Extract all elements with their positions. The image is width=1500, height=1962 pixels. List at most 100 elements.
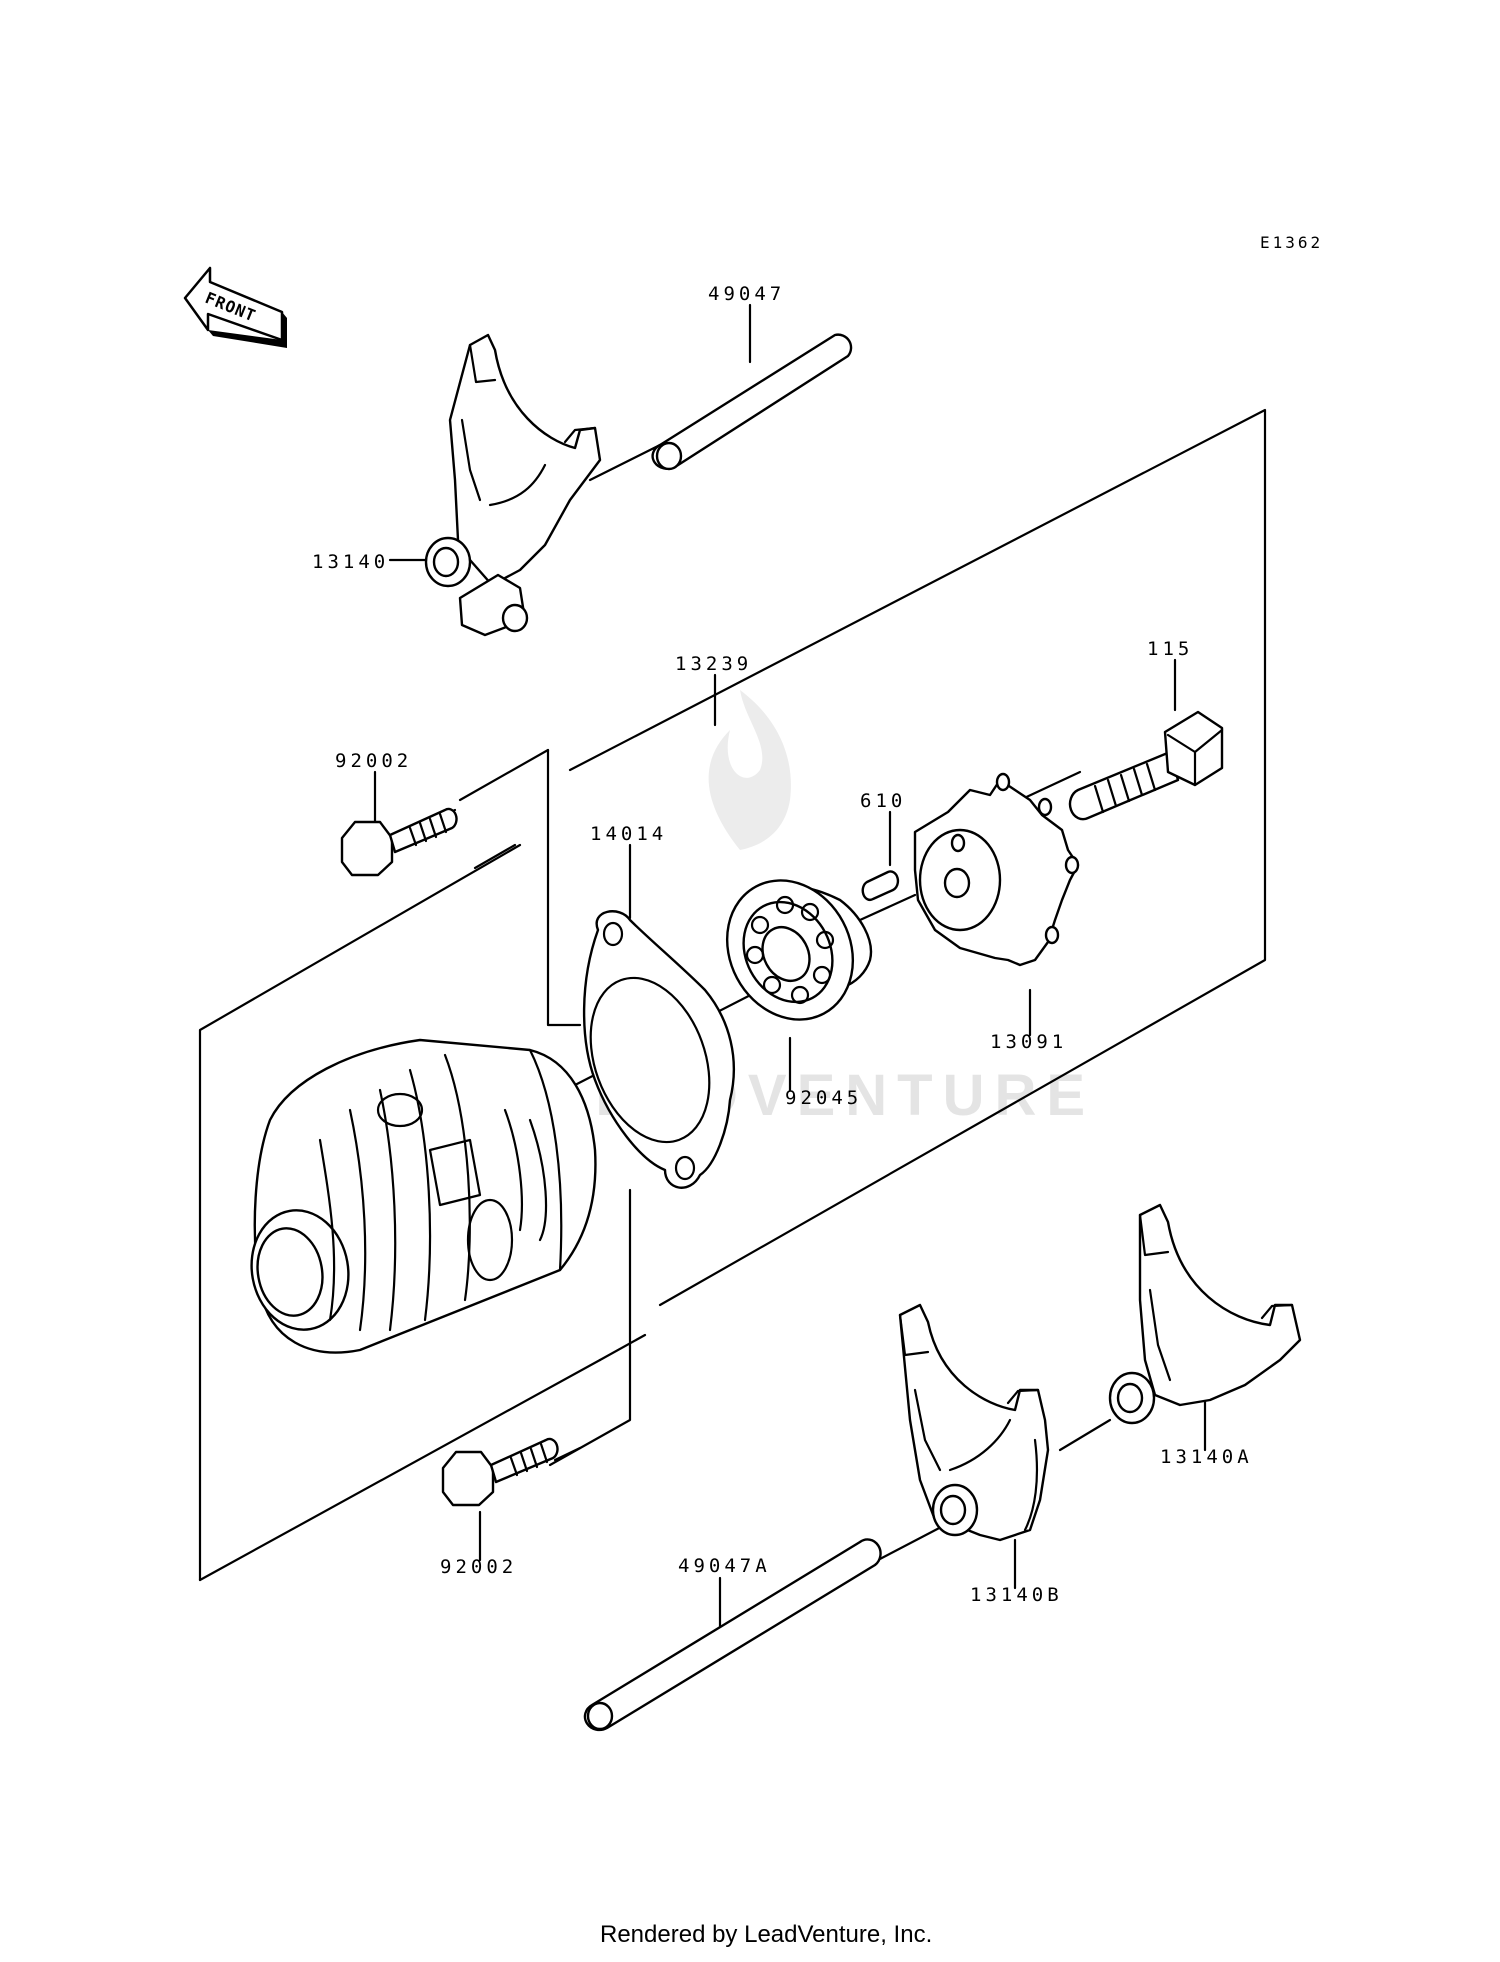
bolt-115-thread — [1093, 762, 1157, 814]
frame-right — [568, 408, 1267, 1307]
ref-code: E1362 — [1260, 233, 1323, 252]
label-610: 610 — [860, 790, 906, 812]
shaft-49047A — [583, 1538, 882, 1732]
fork-13140-bore — [432, 546, 460, 578]
fork-13140A-tip-right — [1260, 1303, 1294, 1320]
front-arrow-shadow — [208, 312, 287, 348]
shift-drum-ridge — [378, 1088, 397, 1332]
align-bolt-115 — [1018, 770, 1082, 802]
part-labels: 49047 13140 13239 115 92002 610 14014 13… — [312, 283, 1253, 1606]
shift-drum-ridge — [443, 1053, 471, 1302]
shift-drum-hole — [376, 1092, 424, 1128]
shaft-49047-body — [651, 333, 853, 470]
shift-drum — [250, 1038, 597, 1354]
fork-13140-web — [488, 463, 547, 507]
label-13140: 13140 — [312, 551, 389, 573]
gasket-14014 — [582, 910, 736, 1189]
shift-drum-edge — [528, 1048, 563, 1272]
watermark-flame-icon — [708, 690, 791, 850]
frame-bottom — [198, 1358, 602, 1582]
cam-13091-pin-hole — [950, 833, 966, 853]
fork-13140 — [424, 333, 602, 637]
label-92002-bottom: 92002 — [440, 1556, 517, 1578]
bolt-115-head — [1163, 710, 1224, 787]
fork-13140B-tip-right — [1006, 1388, 1040, 1405]
label-13140B: 13140B — [970, 1584, 1063, 1606]
bearing-ball — [762, 975, 782, 995]
shift-drum-ridge — [318, 1138, 336, 1322]
bearing-ball — [775, 895, 795, 915]
label-92045: 92045 — [785, 1087, 862, 1109]
shift-drum-ridge — [348, 1108, 367, 1332]
fork-13140B-rib — [913, 1388, 942, 1472]
shift-drum-hub-face — [256, 1227, 324, 1317]
fork-13140A-arm — [1138, 1203, 1302, 1407]
bearing-ball — [800, 902, 820, 922]
frame-left — [198, 843, 522, 1582]
label-49047: 49047 — [708, 283, 785, 305]
shaft-49047A-end — [586, 1701, 614, 1731]
fork-13140B-side — [1023, 1438, 1039, 1532]
frame-notch-top — [458, 748, 550, 802]
gasket-14014-opening — [589, 976, 711, 1144]
label-14014: 14014 — [590, 823, 667, 845]
cam-13091-pin-2 — [1037, 797, 1053, 817]
cam-13091 — [913, 772, 1080, 967]
bearing-92045 — [725, 879, 873, 1021]
fork-13140-pin — [501, 603, 529, 633]
align-shaft-bottom — [876, 1523, 947, 1562]
label-49047A: 49047A — [678, 1555, 771, 1577]
bolt-115-head-facets — [1166, 728, 1224, 787]
bearing-ball — [815, 930, 835, 950]
fork-13140-tip-left — [468, 343, 497, 384]
fork-13140B-web — [948, 1418, 1012, 1472]
label-13239: 13239 — [675, 653, 752, 675]
gasket-14014-plate — [582, 910, 736, 1189]
label-115: 115 — [1147, 638, 1193, 660]
fork-13140-arm — [448, 333, 602, 587]
bearing-ball — [812, 965, 832, 985]
shift-drum-ridge — [408, 1068, 432, 1322]
fork-13140A-tip-left — [1138, 1213, 1170, 1257]
align-drum-bottom — [598, 1333, 647, 1362]
bolt-92002-bottom-thread — [509, 1442, 549, 1477]
gasket-14014-hole-bottom — [674, 1155, 696, 1181]
align-fork-a — [1058, 1418, 1112, 1452]
bearing-92045-bore — [761, 926, 811, 982]
fork-13140B-tip-left — [898, 1313, 930, 1357]
gasket-14014-hole-top — [602, 921, 624, 947]
fork-13140A — [1108, 1203, 1302, 1425]
assembly-frame — [198, 408, 1267, 1582]
align-bolt-bottom — [553, 1446, 582, 1462]
bolt-92002-top-head — [340, 820, 394, 877]
shift-drum-groove — [528, 1118, 548, 1242]
bearing-ball — [745, 945, 765, 965]
bolt-92002-bottom-head — [441, 1450, 495, 1507]
cam-13091-pin-4 — [1044, 925, 1060, 945]
bolt-115 — [1068, 710, 1224, 821]
shift-drum-pocket — [466, 1198, 514, 1282]
bearing-92045-balls — [745, 895, 835, 1005]
fork-13140-rib — [460, 418, 482, 502]
shift-drum-groove — [503, 1108, 523, 1232]
fork-13140-tip-right — [563, 426, 597, 444]
shaft-49047A-body — [583, 1538, 882, 1732]
footer-credit: Rendered by LeadVenture, Inc. — [600, 1921, 932, 1948]
bolt-92002-top — [340, 807, 458, 877]
label-13091: 13091 — [990, 1031, 1067, 1053]
bearing-ball — [790, 985, 810, 1005]
align-frame-gap — [473, 843, 517, 870]
align-shaft-top — [588, 443, 662, 482]
cam-13091-pin-3 — [1064, 855, 1080, 875]
align-cam — [858, 893, 917, 922]
fork-13140A-bore — [1116, 1382, 1144, 1414]
shaft-49047-end — [655, 441, 683, 471]
pin-610-body — [861, 870, 900, 901]
cam-13091-pin-1 — [995, 772, 1011, 792]
label-13140A: 13140A — [1160, 1446, 1253, 1468]
shaft-49047 — [651, 333, 853, 471]
bearing-ball — [750, 915, 770, 935]
fork-13140B — [898, 1303, 1050, 1542]
shift-drum-window — [428, 1138, 482, 1207]
